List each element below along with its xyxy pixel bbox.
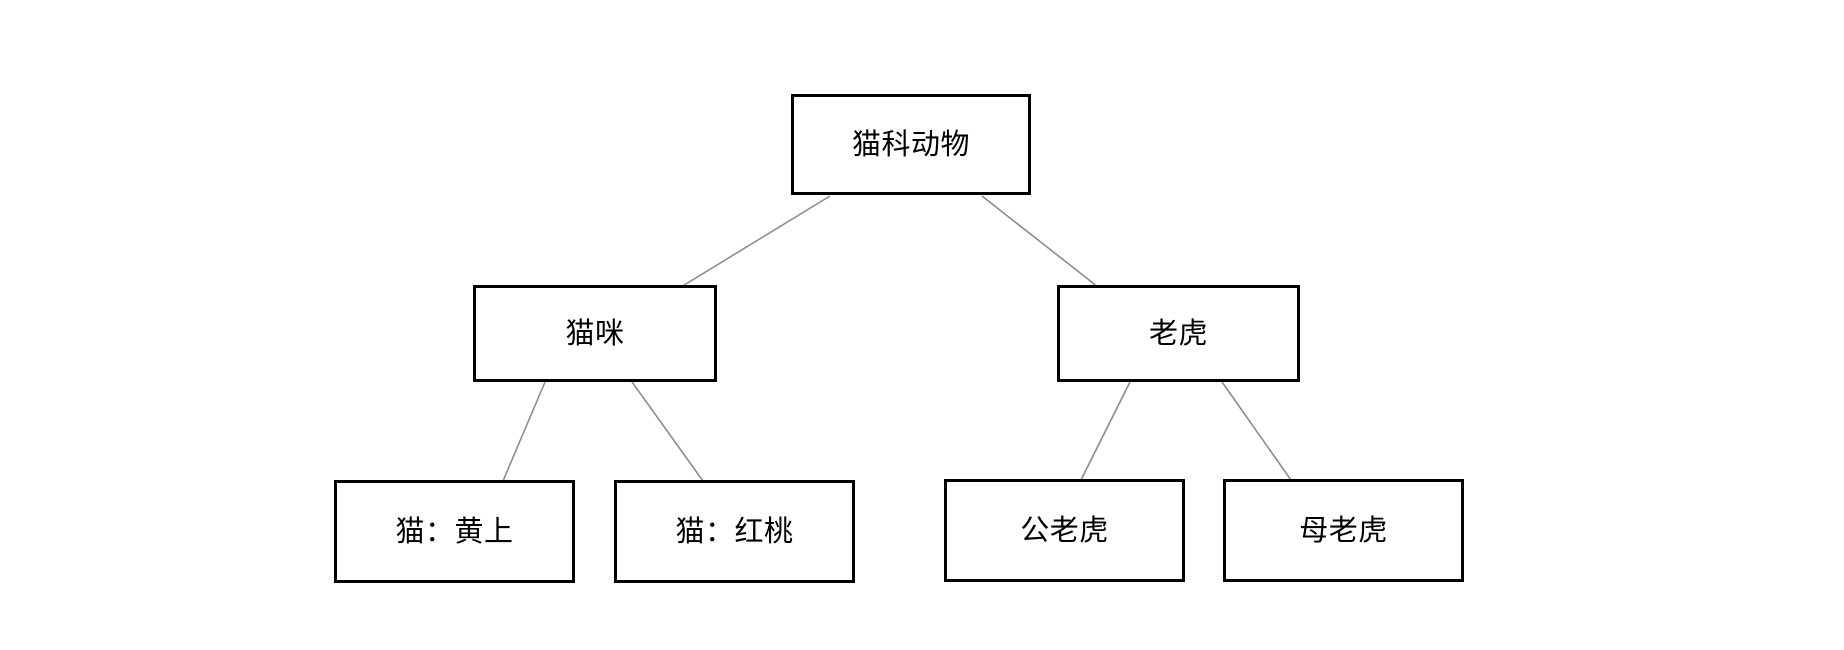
node-tiger[interactable]: 老虎: [1057, 285, 1300, 382]
node-cat-label: 猫咪: [565, 315, 625, 350]
node-cat-huangshang[interactable]: 猫：黄上: [334, 480, 575, 583]
edge-cat-to-hongtao: [631, 381, 704, 482]
edge-felidae-to-tiger: [981, 195, 1099, 288]
node-female-tiger-label: 母老虎: [1299, 512, 1388, 547]
edge-tiger-to-male: [1080, 381, 1131, 481]
edge-cat-to-huangshang: [502, 381, 546, 482]
edge-tiger-to-female: [1221, 381, 1292, 481]
node-cat-hongtao-label: 猫：红桃: [675, 513, 794, 548]
node-felidae[interactable]: 猫科动物: [791, 94, 1031, 195]
edge-felidae-to-cat: [680, 195, 831, 288]
node-cat-hongtao[interactable]: 猫：红桃: [614, 480, 855, 583]
node-cat-huangshang-label: 猫：黄上: [395, 513, 514, 548]
node-felidae-label: 猫科动物: [851, 126, 970, 161]
node-female-tiger[interactable]: 母老虎: [1223, 479, 1464, 582]
node-male-tiger[interactable]: 公老虎: [944, 479, 1185, 582]
node-male-tiger-label: 公老虎: [1020, 512, 1109, 547]
node-cat[interactable]: 猫咪: [473, 285, 717, 382]
node-tiger-label: 老虎: [1148, 315, 1208, 350]
